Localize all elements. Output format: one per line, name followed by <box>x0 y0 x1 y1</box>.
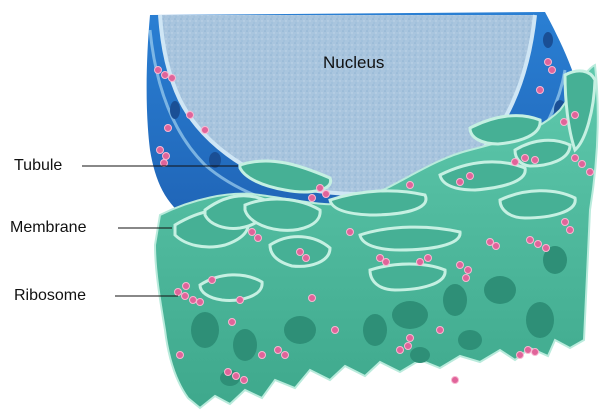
ribosome-label: Ribosome <box>14 287 86 304</box>
nucleus-label: Nucleus <box>323 53 384 72</box>
membrane-label: Membrane <box>10 219 87 236</box>
tubule-label: Tubule <box>14 157 62 174</box>
